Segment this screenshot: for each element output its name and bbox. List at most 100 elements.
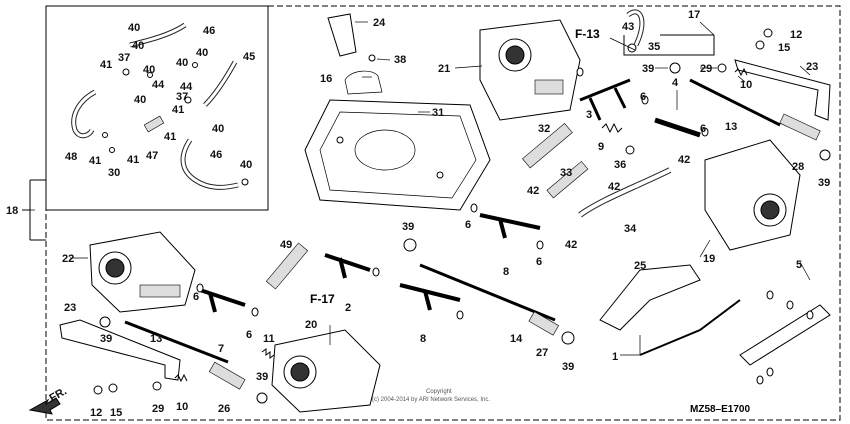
joint-37a bbox=[122, 68, 130, 76]
label-21: 21 bbox=[438, 63, 450, 75]
stay-25 bbox=[599, 264, 701, 331]
joint-3 bbox=[579, 78, 631, 121]
joint-4 bbox=[654, 117, 701, 138]
label-15-bottom: 15 bbox=[110, 407, 122, 419]
label-39e: 39 bbox=[562, 361, 574, 373]
label-6f: 6 bbox=[246, 329, 252, 341]
label-29-top: 29 bbox=[700, 63, 712, 75]
label-42d: 42 bbox=[565, 239, 577, 251]
copyright-line-1: Copyright bbox=[426, 389, 452, 395]
label-40g: 40 bbox=[212, 123, 224, 135]
label-12-top: 12 bbox=[790, 29, 802, 41]
label-14: 14 bbox=[510, 333, 523, 345]
spring-10-top bbox=[734, 67, 748, 77]
nut-39d bbox=[256, 392, 268, 404]
joint-7 bbox=[199, 288, 246, 313]
label-13-bottom: 13 bbox=[150, 333, 162, 345]
label-41b: 41 bbox=[172, 104, 184, 116]
front-arrow: FR. bbox=[28, 385, 69, 415]
label-43: 43 bbox=[622, 21, 634, 33]
label-16: 16 bbox=[320, 73, 332, 85]
pipe-49 bbox=[265, 242, 309, 290]
spring-11 bbox=[261, 348, 275, 359]
label-4: 4 bbox=[672, 77, 679, 89]
label-49: 49 bbox=[280, 239, 292, 251]
label-5: 5 bbox=[796, 259, 802, 271]
o-rings bbox=[196, 67, 814, 385]
label-26: 26 bbox=[218, 403, 230, 415]
label-6b: 6 bbox=[700, 123, 706, 135]
label-28: 28 bbox=[792, 161, 804, 173]
label-42b: 42 bbox=[608, 181, 620, 193]
label-46b: 46 bbox=[210, 149, 222, 161]
label-15-top: 15 bbox=[778, 42, 790, 54]
label-18: 18 bbox=[6, 205, 18, 217]
stay-23-bottom bbox=[59, 319, 181, 381]
pipe-26 bbox=[208, 361, 246, 390]
label-41d: 41 bbox=[127, 154, 139, 166]
label-6a: 6 bbox=[640, 91, 646, 103]
label-40d: 40 bbox=[176, 57, 188, 69]
label-12-bottom: 12 bbox=[90, 407, 102, 419]
label-17: 17 bbox=[688, 9, 700, 21]
front-arrow-label: FR. bbox=[48, 385, 69, 404]
screw-12-top bbox=[763, 28, 773, 38]
spring-10-bottom bbox=[174, 373, 188, 383]
carburetor-21 bbox=[479, 19, 581, 121]
label-40f: 40 bbox=[134, 94, 146, 106]
stay-16 bbox=[344, 70, 383, 95]
label-8b: 8 bbox=[420, 333, 426, 345]
washer-29-top bbox=[717, 63, 727, 73]
label-3: 3 bbox=[586, 109, 592, 121]
label-11: 11 bbox=[263, 333, 275, 345]
plate-31 bbox=[304, 99, 491, 211]
diagram-code: MZ58–E1700 bbox=[690, 404, 750, 415]
label-39a: 39 bbox=[642, 63, 654, 75]
nut-39c bbox=[99, 316, 111, 328]
label-41e: 41 bbox=[89, 155, 101, 167]
clip-35 bbox=[627, 43, 637, 53]
tube-47 bbox=[143, 115, 165, 133]
washer-15-top bbox=[755, 40, 765, 50]
label-9: 9 bbox=[598, 141, 604, 153]
label-39b: 39 bbox=[402, 221, 414, 233]
funnel-24 bbox=[327, 13, 357, 57]
label-40b: 40 bbox=[132, 40, 144, 52]
plate-5 bbox=[739, 304, 831, 366]
nut-39b bbox=[403, 238, 417, 252]
joint-8-bottom bbox=[399, 283, 461, 311]
label-13-top: 13 bbox=[725, 121, 737, 133]
label-27: 27 bbox=[536, 347, 548, 359]
label-6e: 6 bbox=[193, 291, 199, 303]
label-29-bottom: 29 bbox=[152, 403, 164, 415]
label-38: 38 bbox=[394, 54, 406, 66]
label-39d: 39 bbox=[256, 371, 268, 383]
label-23-bottom: 23 bbox=[64, 302, 76, 314]
label-46a: 46 bbox=[203, 25, 215, 37]
label-1: 1 bbox=[612, 351, 618, 363]
label-39c: 39 bbox=[100, 333, 112, 345]
rod-14 bbox=[419, 263, 556, 322]
label-6d: 6 bbox=[536, 256, 542, 268]
washer-29-bottom bbox=[152, 381, 162, 391]
screw-12-bottom bbox=[93, 385, 103, 395]
joint-8-top bbox=[479, 213, 541, 239]
label-32: 32 bbox=[538, 123, 550, 135]
hose-46-bottom bbox=[180, 138, 239, 190]
link-1 bbox=[639, 299, 741, 356]
rod-13-top bbox=[689, 78, 781, 127]
label-47: 47 bbox=[146, 150, 158, 162]
carburetor-19 bbox=[704, 139, 801, 251]
label-31: 31 bbox=[432, 107, 444, 119]
label-35: 35 bbox=[648, 41, 660, 53]
label-44b: 44 bbox=[180, 81, 193, 93]
label-23-top: 23 bbox=[806, 61, 818, 73]
ref-f13: F-13 bbox=[575, 27, 600, 41]
label-37a: 37 bbox=[118, 52, 130, 64]
label-20: 20 bbox=[305, 319, 317, 331]
label-24: 24 bbox=[373, 17, 386, 29]
joint-36 bbox=[625, 145, 635, 155]
label-8a: 8 bbox=[503, 266, 509, 278]
nut-39e bbox=[561, 331, 575, 345]
